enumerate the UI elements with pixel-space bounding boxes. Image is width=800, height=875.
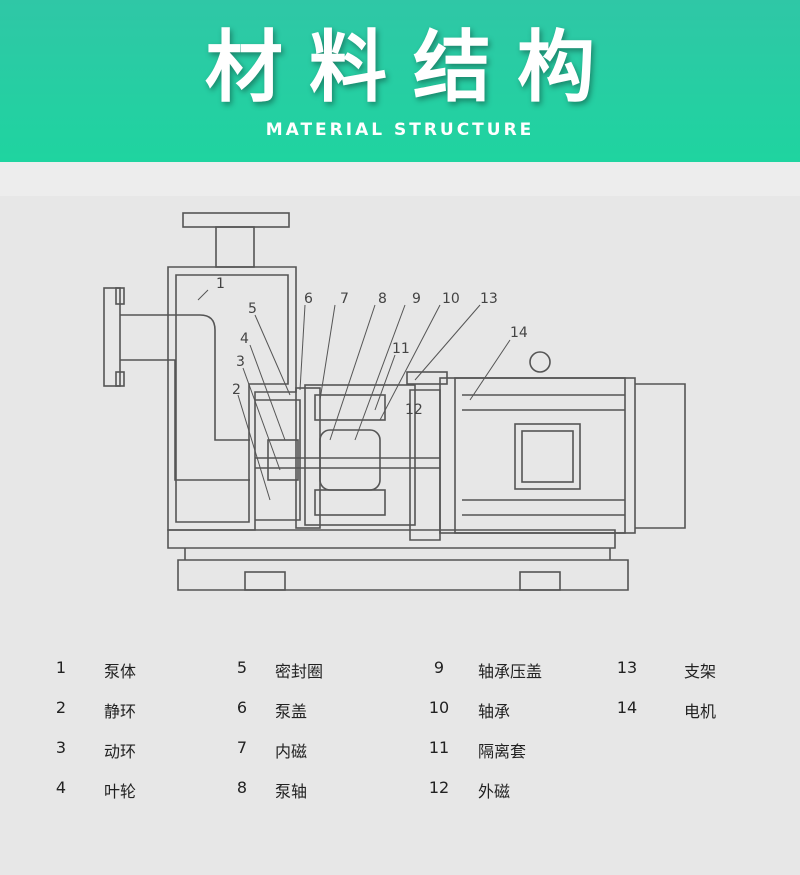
legend-part-name: 泵盖 (275, 702, 308, 721)
legend-number: 10 (428, 698, 450, 717)
lifting-eye (529, 351, 551, 373)
legend-number: 2 (55, 698, 67, 717)
legend-part-name: 泵体 (104, 662, 137, 681)
callout-4: 4 (240, 331, 249, 347)
inner-magnet-bottom (314, 489, 386, 516)
legend-number: 4 (55, 778, 67, 797)
legend-number: 12 (428, 778, 450, 797)
legend-part-name: 叶轮 (104, 782, 137, 801)
impeller (267, 439, 299, 481)
motor-junction-box (514, 423, 581, 490)
page-subtitle: MATERIAL STRUCTURE (265, 120, 535, 140)
legend-part-name: 外磁 (478, 782, 511, 801)
callout-14: 14 (510, 325, 528, 341)
legend-number: 5 (236, 658, 248, 677)
callout-7: 7 (340, 291, 349, 307)
callout-2: 2 (232, 382, 241, 398)
legend-part-name: 轴承压盖 (478, 662, 543, 681)
pump-structure-diagram: 1 2 3 4 5 6 7 8 9 10 13 11 12 14 (103, 212, 686, 591)
callout-8: 8 (378, 291, 387, 307)
legend-part-name: 密封圈 (275, 662, 324, 681)
bracket (409, 389, 441, 541)
callout-3: 3 (236, 354, 245, 370)
legend-number: 8 (236, 778, 248, 797)
content-panel (0, 196, 800, 875)
legend-number: 14 (616, 698, 638, 717)
isolation-sleeve (319, 429, 381, 491)
motor-body (439, 377, 636, 534)
legend-part-name: 隔离套 (478, 742, 527, 761)
pump-body (167, 266, 297, 531)
legend-part-name: 内磁 (275, 742, 308, 761)
outer-magnet-housing (304, 384, 416, 526)
legend-number: 1 (55, 658, 67, 677)
callout-9: 9 (412, 291, 421, 307)
legend-number: 6 (236, 698, 248, 717)
callout-11: 11 (392, 341, 410, 357)
baseplate-top (167, 529, 616, 549)
legend-number: 3 (55, 738, 67, 757)
legend-number: 11 (428, 738, 450, 757)
legend-part-name: 动环 (104, 742, 137, 761)
inlet-flange (103, 287, 121, 387)
callout-13: 13 (480, 291, 498, 307)
inner-magnet-top (314, 394, 386, 421)
page-title: 材料结构 (204, 23, 621, 113)
legend-part-name: 支架 (684, 662, 717, 681)
callout-5: 5 (248, 301, 257, 317)
legend-number: 13 (616, 658, 638, 677)
legend-number: 7 (236, 738, 248, 757)
callout-1: 1 (216, 276, 225, 292)
callout-12: 12 (405, 402, 423, 418)
callout-6: 6 (304, 291, 313, 307)
legend-part-name: 轴承 (478, 702, 511, 721)
callout-10: 10 (442, 291, 460, 307)
legend-part-name: 泵轴 (275, 782, 308, 801)
legend-part-name: 电机 (684, 702, 717, 721)
outlet-flange (182, 212, 290, 228)
legend-part-name: 静环 (104, 702, 137, 721)
header-banner: 材料结构 MATERIAL STRUCTURE (0, 0, 800, 162)
legend-number: 9 (433, 658, 445, 677)
baseplate (177, 559, 629, 591)
